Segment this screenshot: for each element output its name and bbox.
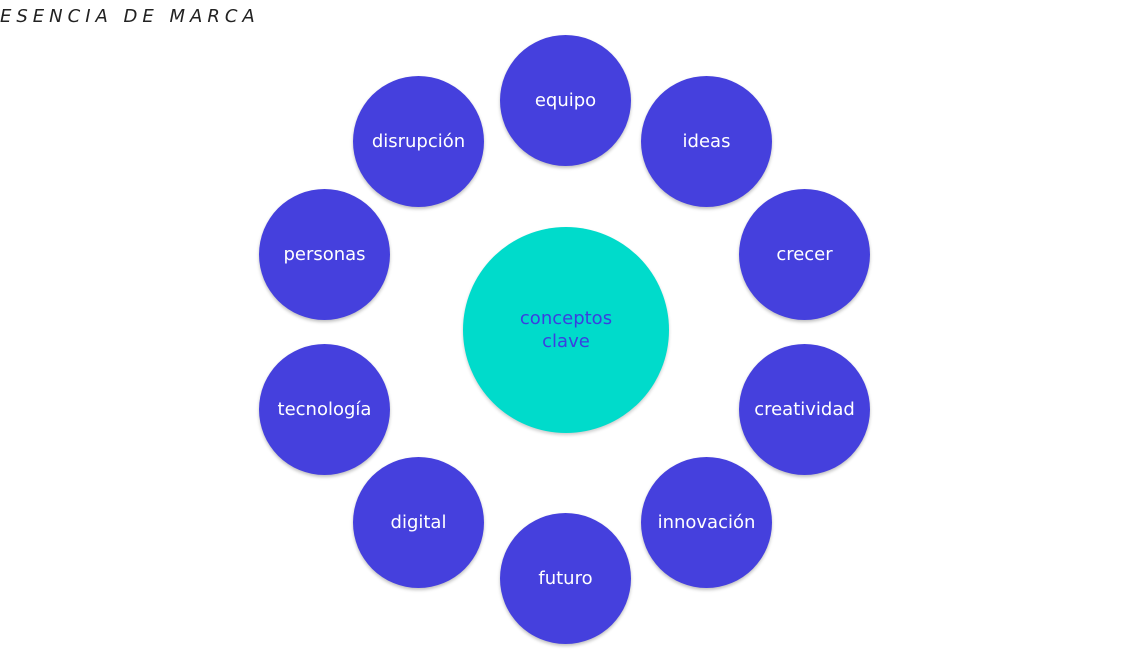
node-label: equipo: [534, 89, 597, 111]
node-label: crecer: [776, 243, 833, 265]
node-label: ideas: [682, 130, 731, 152]
node-equipo: equipo: [500, 35, 631, 166]
node-label: futuro: [538, 567, 593, 589]
node-personas: personas: [259, 189, 390, 320]
node-label: tecnología: [277, 398, 372, 420]
node-tecnologia: tecnología: [259, 344, 390, 475]
center-node-label: conceptos clave: [519, 308, 613, 352]
node-label: creatividad: [754, 398, 855, 420]
center-node: conceptos clave: [463, 227, 669, 433]
node-label: innovación: [657, 511, 756, 533]
node-futuro: futuro: [500, 513, 631, 644]
node-innovacion: innovación: [641, 457, 772, 588]
node-label: disrupción: [371, 130, 466, 152]
node-digital: digital: [353, 457, 484, 588]
node-disrupcion: disrupción: [353, 76, 484, 207]
node-ideas: ideas: [641, 76, 772, 207]
node-creatividad: creatividad: [739, 344, 870, 475]
node-label: personas: [283, 243, 366, 265]
page-title: ESENCIA DE MARCA: [0, 6, 260, 27]
node-label: digital: [390, 511, 447, 533]
node-crecer: crecer: [739, 189, 870, 320]
